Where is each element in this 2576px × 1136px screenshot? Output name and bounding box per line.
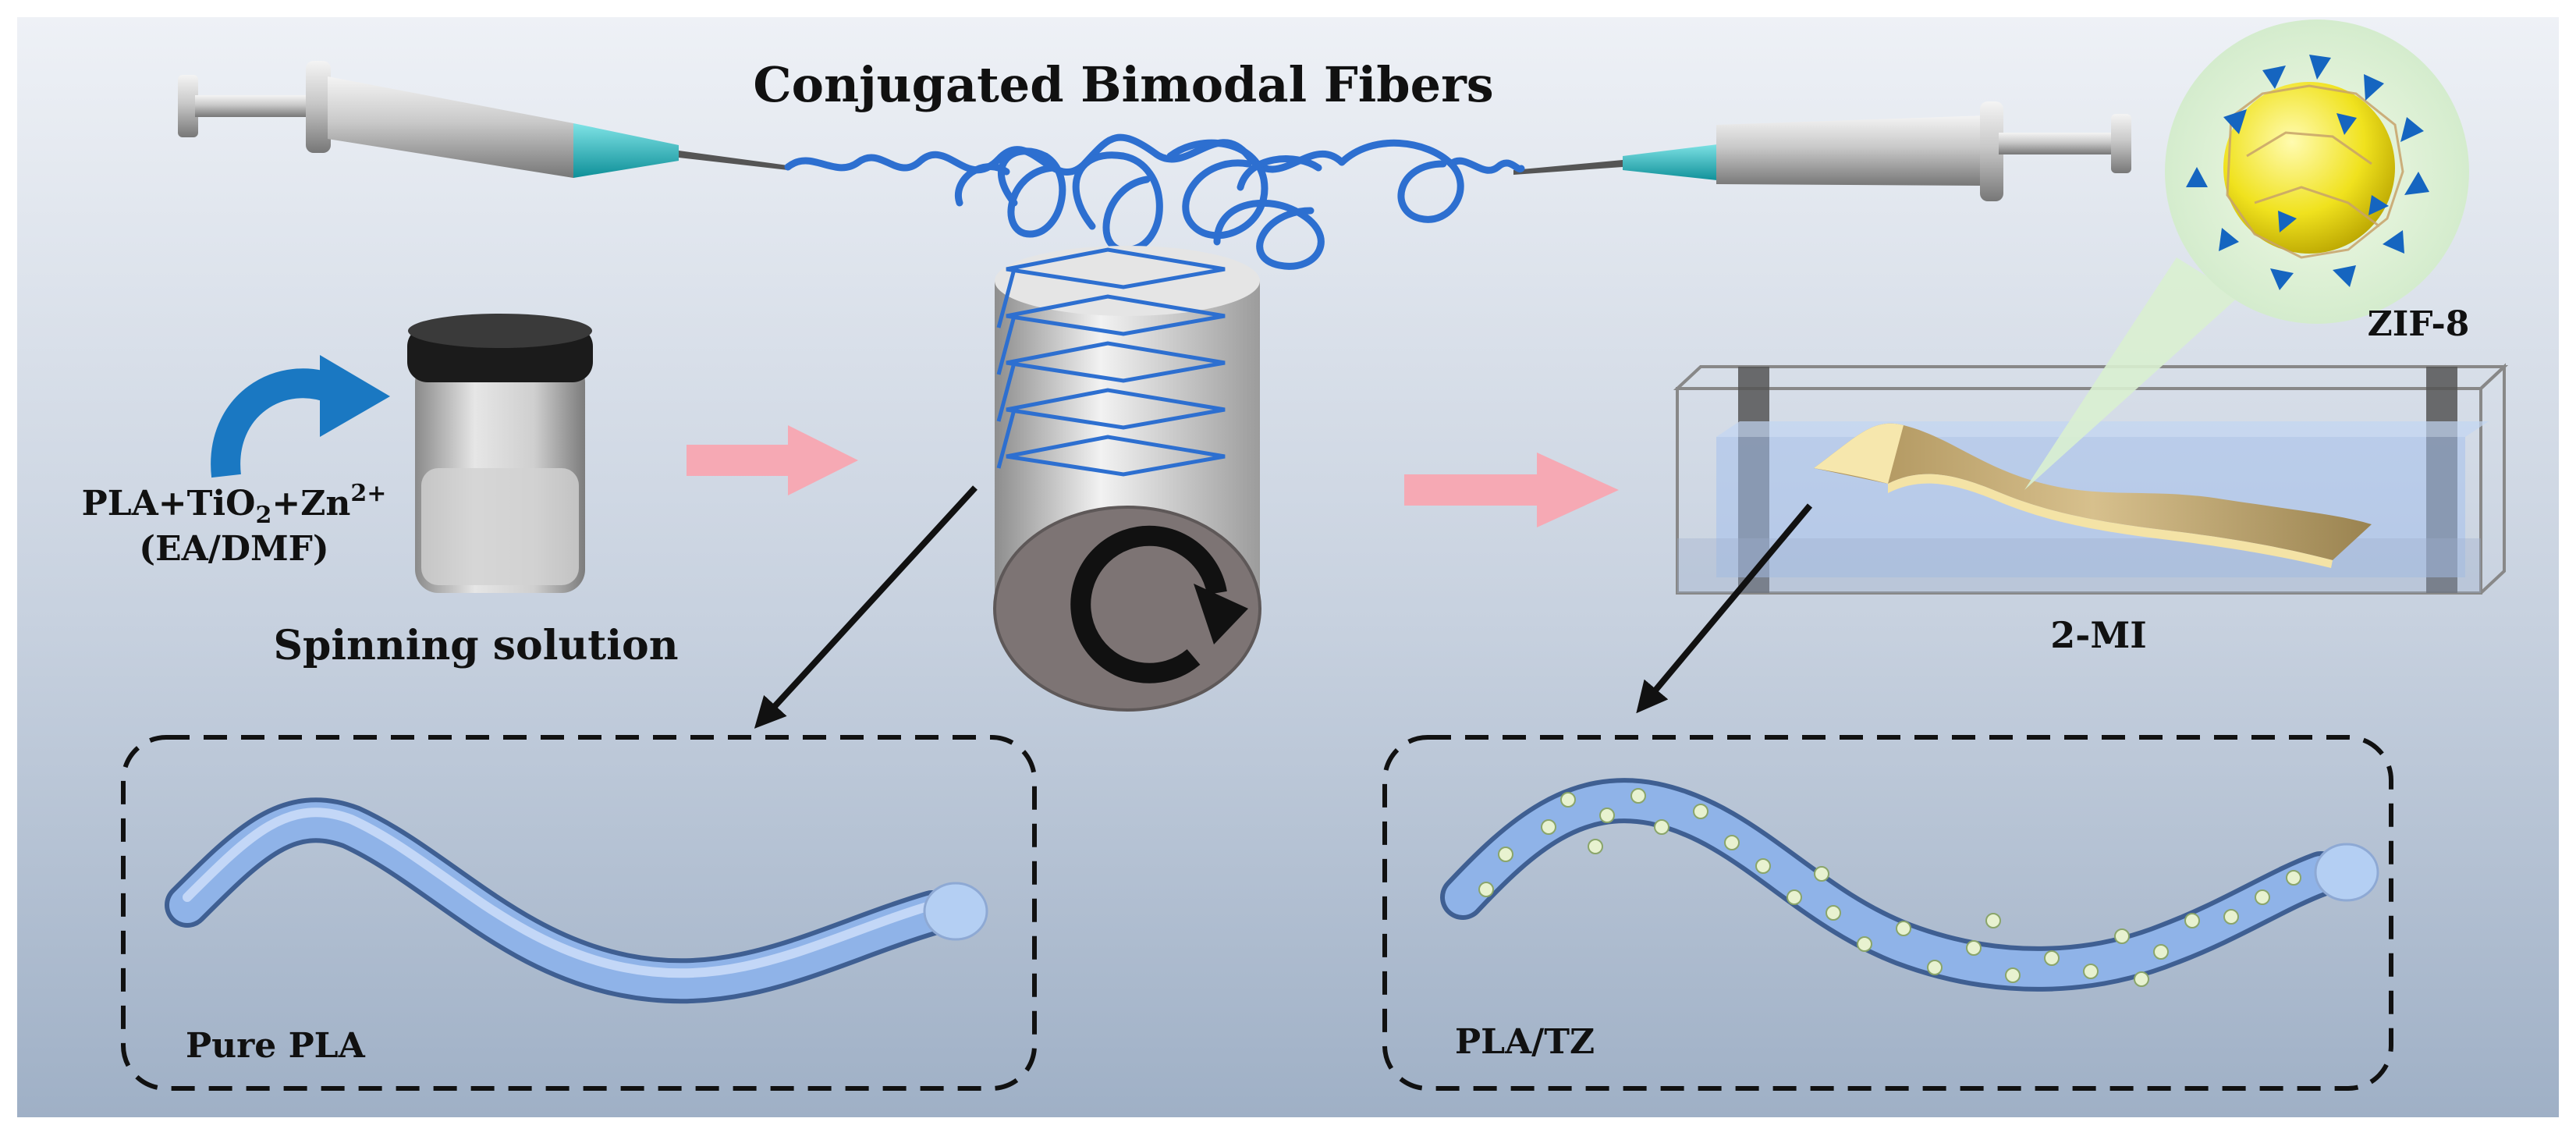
pure-pla-label: Pure PLA (186, 1026, 366, 1066)
process-arrow-1 (687, 425, 858, 495)
pure-pla-panel (121, 735, 1037, 1091)
spinning-solution-caption: Spinning solution (273, 622, 678, 669)
arrow-to-pure-pla (754, 485, 978, 729)
fiber-mat-strip (1814, 423, 2372, 568)
zif8-callout (2024, 20, 2469, 490)
pla-tz-panel (1382, 735, 2393, 1091)
solution-formula: PLA+TiO2+Zn2+ (82, 480, 387, 529)
rotation-arrow-icon (1194, 584, 1248, 644)
fiber-mesh (996, 247, 1226, 477)
arrow-to-pla-tz (1636, 503, 1813, 714)
pla-tz-fiber (1440, 778, 2379, 992)
pla-tz-label: PLA/TZ (1455, 1022, 1595, 1062)
solution-solvent: (EA/DMF) (139, 529, 328, 569)
right-syringe (1513, 101, 2131, 201)
left-syringe (178, 61, 788, 178)
diagram-title: Conjugated Bimodal Fibers (753, 56, 1493, 113)
collector-drum (993, 246, 1261, 712)
2-mi-bath (1673, 363, 2509, 595)
conjugated-fiber-coil (784, 133, 1525, 270)
curved-input-arrow (211, 355, 390, 478)
bath-label: 2-MI (2050, 614, 2147, 656)
zif8-particles (1478, 788, 2301, 987)
spinning-solution-jar (407, 314, 593, 593)
pure-pla-fiber (165, 797, 988, 1004)
zif8-label: ZIF-8 (2368, 304, 2470, 344)
process-arrow-2 (1404, 453, 1619, 527)
